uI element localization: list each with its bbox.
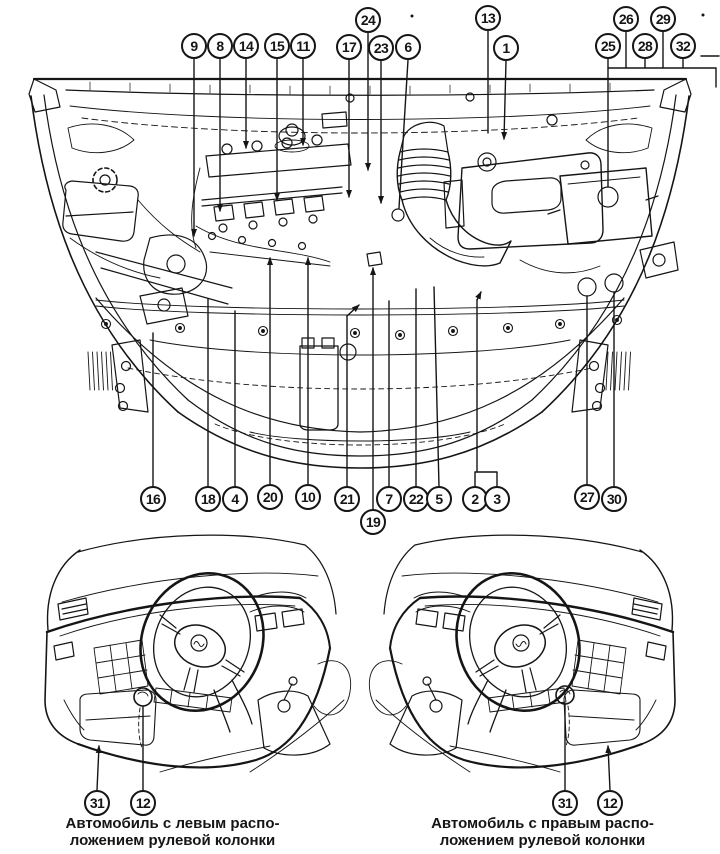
caption-rhd-line2: ложением рулевой колонки — [439, 832, 646, 849]
callout-13: 13 — [475, 5, 501, 31]
dashboard-rhd-art — [368, 533, 677, 774]
callout-26: 26 — [613, 6, 639, 32]
callout-7: 7 — [376, 486, 402, 512]
callout-25: 25 — [595, 33, 621, 59]
callout-22: 22 — [403, 486, 429, 512]
callout-15: 15 — [264, 33, 290, 59]
caption-lhd: Автомобиль с левым распо- ложением рулев… — [55, 815, 290, 849]
callout-16: 16 — [140, 486, 166, 512]
caption-rhd-line1: Автомобиль с правым распо- — [431, 815, 654, 832]
dashboard-lhd-art — [43, 533, 352, 774]
leader-lines — [95, 30, 720, 791]
caption-lhd-line1: Автомобиль с левым распо- — [65, 815, 280, 832]
callout-lhd-12: 12 — [130, 790, 156, 816]
callout-lhd-31: 31 — [84, 790, 110, 816]
callout-rhd-31: 31 — [552, 790, 578, 816]
callout-3: 3 — [484, 486, 510, 512]
callout-6: 6 — [395, 34, 421, 60]
diagnostic-connector-rhd — [555, 685, 575, 705]
callout-27: 27 — [574, 484, 600, 510]
callout-19: 19 — [360, 509, 386, 535]
callout-11: 11 — [290, 33, 316, 59]
callout-28: 28 — [632, 33, 658, 59]
callout-1: 1 — [493, 35, 519, 61]
callout-10: 10 — [295, 484, 321, 510]
callout-29: 29 — [650, 6, 676, 32]
callout-32: 32 — [670, 33, 696, 59]
caption-rhd: Автомобиль с правым распо- ложением руле… — [420, 815, 665, 849]
callout-23: 23 — [368, 35, 394, 61]
callout-9: 9 — [181, 33, 207, 59]
callout-20: 20 — [257, 484, 283, 510]
callout-21: 21 — [334, 486, 360, 512]
callout-17: 17 — [336, 34, 362, 60]
callout-14: 14 — [233, 33, 259, 59]
engine-bay-art — [28, 13, 705, 469]
callout-8: 8 — [207, 33, 233, 59]
callout-rhd-12: 12 — [597, 790, 623, 816]
callout-18: 18 — [195, 486, 221, 512]
callout-4: 4 — [222, 486, 248, 512]
callout-5: 5 — [426, 486, 452, 512]
caption-lhd-line2: ложением рулевой колонки — [69, 832, 276, 849]
diagnostic-connector-lhd — [133, 687, 153, 707]
callout-30: 30 — [601, 486, 627, 512]
callout-24: 24 — [355, 7, 381, 33]
